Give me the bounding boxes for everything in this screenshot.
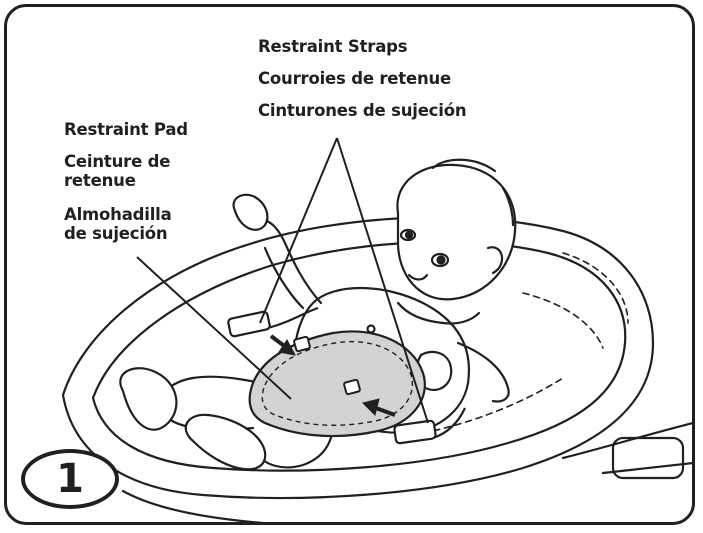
label-pad-en: Restraint Pad	[64, 120, 188, 139]
label-pad-es-1: Almohadilla	[64, 205, 172, 224]
baby-fist-left	[234, 195, 268, 230]
label-straps-es: Cinturones de sujeción	[258, 101, 466, 120]
label-pad-fr-1: Ceinture de	[64, 152, 170, 171]
seat-leg	[613, 438, 683, 478]
step-number-badge: 1	[21, 449, 119, 509]
step-number: 1	[56, 456, 84, 502]
strap-slot-right	[344, 379, 361, 394]
label-straps-en: Restraint Straps	[258, 37, 407, 56]
label-pad-fr-2: retenue	[64, 171, 136, 190]
label-straps-fr: Courroies de retenue	[258, 69, 451, 88]
strap-slot-left	[294, 336, 311, 351]
label-pad-es-2: de sujeción	[64, 224, 167, 243]
illustration-frame: Restraint Straps Courroies de retenue Ci…	[4, 4, 695, 525]
